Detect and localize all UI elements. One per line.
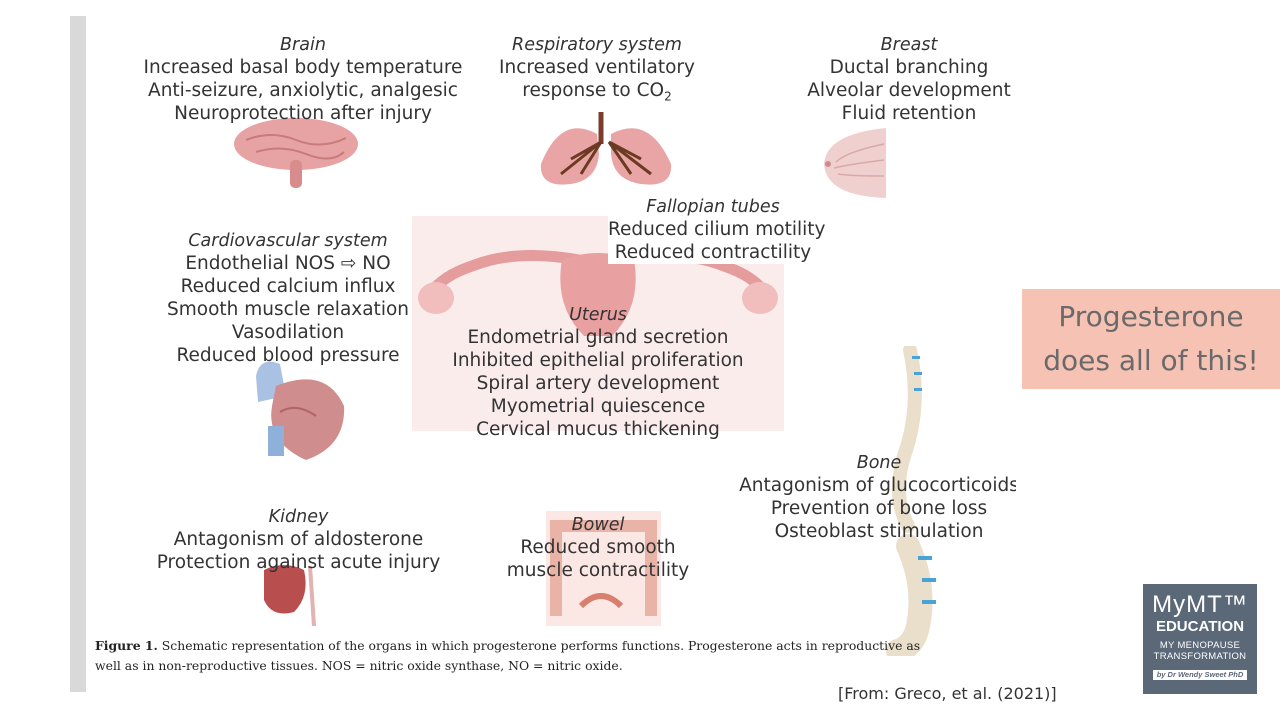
respiratory-text: Respiratory system Increased ventilatory…: [482, 34, 712, 109]
kidney-illustration: [264, 565, 316, 627]
callout-line-1: Progesterone: [1058, 300, 1244, 333]
uterus-line-2: Inhibited epithelial proliferation: [452, 350, 744, 371]
fallopian-line-1: Reduced cilium motility: [608, 219, 826, 240]
cardio-line-3: Smooth muscle relaxation: [167, 299, 409, 320]
logo-education: EDUCATION: [1155, 618, 1245, 635]
cardio-line-2: Reduced calcium influx: [180, 276, 396, 297]
breast-line-1: Ductal branching: [829, 57, 989, 78]
respiratory-line-2: response to CO2: [482, 79, 712, 109]
cardio-line-4: Vasodilation: [231, 322, 345, 343]
progesterone-organ-figure: Brain Increased basal body temperature A…: [86, 16, 1016, 692]
progesterone-callout: Progesterone does all of this!: [1022, 289, 1280, 389]
kidney-line-2: Protection against acute injury: [156, 552, 441, 573]
logo-line-4: TRANSFORMATION: [1153, 651, 1247, 662]
cardio-line-1: Endothelial NOS ⇨ NO: [185, 253, 391, 274]
brain-line-2: Anti-seizure, anxiolytic, analgesic: [148, 80, 458, 101]
bone-line-3: Osteoblast stimulation: [774, 521, 984, 542]
logo-brand: MyMT™: [1152, 591, 1248, 618]
figure-caption: Figure 1. Schematic representation of th…: [95, 636, 935, 676]
uterus-line-5: Cervical mucus thickening: [476, 419, 720, 440]
respiratory-title: Respiratory system: [512, 35, 682, 55]
cardio-line-5: Reduced blood pressure: [176, 345, 400, 366]
bowel-illustration: [546, 511, 661, 626]
brain-line-1: Increased basal body temperature: [143, 57, 463, 78]
uterus-text: Uterus Endometrial gland secretion Inhib…: [442, 304, 754, 441]
fallopian-title: Fallopian tubes: [646, 197, 780, 217]
citation: [From: Greco, et al. (2021)]: [838, 684, 1057, 703]
brain-title: Brain: [280, 35, 326, 55]
brain-illustration: [234, 118, 358, 188]
breast-illustration: [824, 128, 886, 198]
heart-illustration: [256, 361, 345, 460]
respiratory-line-2-text: response to CO: [522, 80, 665, 101]
breast-line-2: Alveolar development: [807, 80, 1011, 101]
cardio-title: Cardiovascular system: [188, 231, 388, 251]
respiratory-line-1: Increased ventilatory: [499, 57, 695, 78]
caption-label: Figure 1.: [95, 638, 158, 653]
slide-left-border: [70, 16, 86, 692]
breast-line-3: Fluid retention: [841, 103, 977, 124]
respiratory-subscript: 2: [664, 89, 672, 104]
caption-text: Schematic representation of the organs i…: [95, 638, 921, 673]
cardio-text: Cardiovascular system Endothelial NOS ⇨ …: [158, 230, 418, 367]
uterus-title: Uterus: [569, 305, 627, 325]
breast-text: Breast Ductal branching Alveolar develop…: [786, 34, 1016, 125]
uterus-line-3: Spiral artery development: [476, 373, 720, 394]
brain-line-3: Neuroprotection after injury: [174, 103, 432, 124]
bowel-line-1: Reduced smooth: [520, 537, 676, 558]
bone-text: Bone Antagonism of glucocorticoids Preve…: [734, 452, 1016, 543]
uterus-line-1: Endometrial gland secretion: [467, 327, 729, 348]
spine-illustration: [886, 346, 936, 656]
fallopian-text: Fallopian tubes Reduced cilium motility …: [608, 196, 826, 264]
logo-author: by Dr Wendy Sweet PhD: [1152, 670, 1248, 680]
mymt-education-logo: MyMT™ EDUCATION MY MENOPAUSE TRANSFORMAT…: [1143, 584, 1257, 694]
kidney-line-1: Antagonism of aldosterone: [173, 529, 424, 550]
fallopian-line-2: Reduced contractility: [614, 242, 812, 263]
bowel-line-2: muscle contractility: [506, 560, 690, 581]
logo-line-3: MY MENOPAUSE: [1159, 640, 1241, 651]
bone-title: Bone: [856, 453, 902, 473]
lungs-illustration: [540, 112, 672, 185]
brain-text: Brain Increased basal body temperature A…: [138, 34, 468, 125]
bowel-text: Bowel Reduced smooth muscle contractilit…: [498, 514, 698, 582]
callout-line-2: does all of this!: [1043, 344, 1259, 377]
uterus-line-4: Myometrial quiescence: [490, 396, 706, 417]
bone-line-2: Prevention of bone loss: [770, 498, 988, 519]
bowel-title: Bowel: [571, 515, 625, 535]
kidney-text: Kidney Antagonism of aldosterone Protect…: [156, 506, 441, 574]
breast-title: Breast: [880, 35, 938, 55]
kidney-title: Kidney: [268, 507, 329, 527]
bone-line-1: Antagonism of glucocorticoids: [739, 475, 1016, 496]
